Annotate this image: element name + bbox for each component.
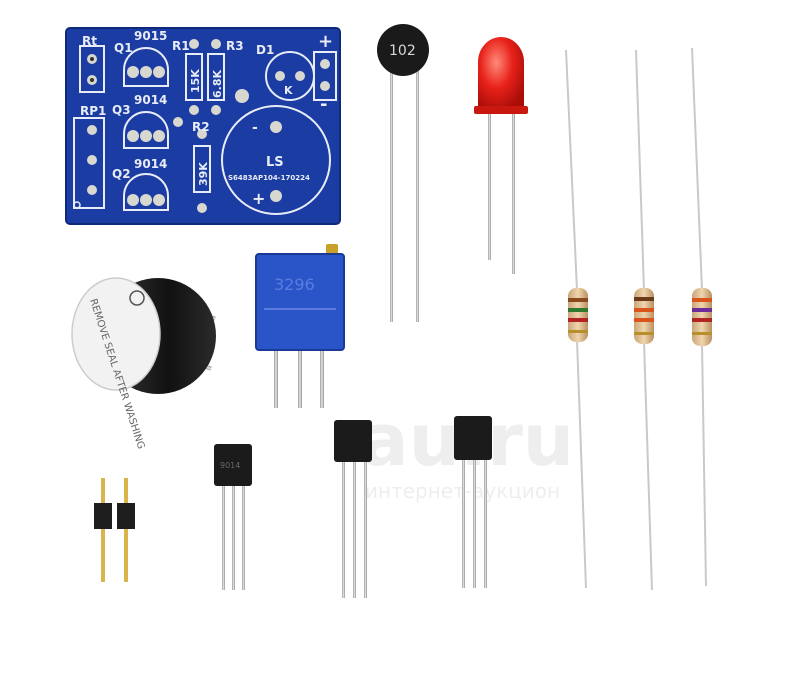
thermistor-marking: 102: [389, 43, 416, 59]
pcb-label-plus-top: +: [318, 31, 333, 52]
pcb-label-minus-top: -: [320, 94, 327, 115]
pcb-label-q2-part: 9014: [134, 157, 167, 171]
buzzer: REMOVE SEAL AFTER WASHING: [71, 277, 216, 451]
transistor-1-marking: 9014: [220, 461, 240, 470]
resistor-2: [634, 49, 654, 591]
pcb-label-r3: R3: [226, 39, 244, 53]
pin-header: [94, 478, 135, 582]
transistor-3: [454, 416, 492, 588]
pcb-label-rt: Rt: [82, 34, 97, 48]
transistor-1: 9014: [214, 444, 252, 590]
pcb-label-r3-value: 6.8K: [211, 70, 224, 98]
potentiometer: 3296: [255, 244, 345, 408]
pcb-label-d1: D1: [256, 43, 274, 57]
pcb-label-q3: Q3: [112, 103, 131, 117]
pcb-label-q1: Q1: [114, 41, 133, 55]
pcb-label-q1-part: 9015: [134, 29, 167, 43]
pcb-label-k: K: [284, 84, 293, 97]
pcb-label-ls-plus: +: [252, 189, 265, 208]
resistor-1: [565, 49, 588, 589]
transistor-2: [334, 420, 372, 598]
pcb-board: Rt Q1 9015 R1 R3 D1 + - 15K 6.8K K RP1 Q…: [65, 27, 341, 225]
pcb-label-rp1: RP1: [80, 104, 106, 118]
pcb-label-q3-part: 9014: [134, 93, 167, 107]
pcb-label-ls: LS: [266, 155, 284, 170]
pcb-label-r2-value: 39K: [197, 162, 210, 186]
potentiometer-marking: 3296: [274, 275, 315, 294]
pcb-label-r2: R2: [192, 120, 210, 134]
pcb-label-q2: Q2: [112, 167, 131, 181]
pcb-label-ls-minus: -: [252, 120, 258, 136]
red-led: [474, 37, 528, 274]
pcb-label-r1: R1: [172, 39, 190, 53]
pcb-label-serial: S6483AP104-170224: [228, 174, 310, 182]
thermistor: 102: [377, 24, 429, 322]
resistor-3: [691, 47, 712, 587]
pcb-label-r1-value: 15K: [189, 69, 202, 93]
